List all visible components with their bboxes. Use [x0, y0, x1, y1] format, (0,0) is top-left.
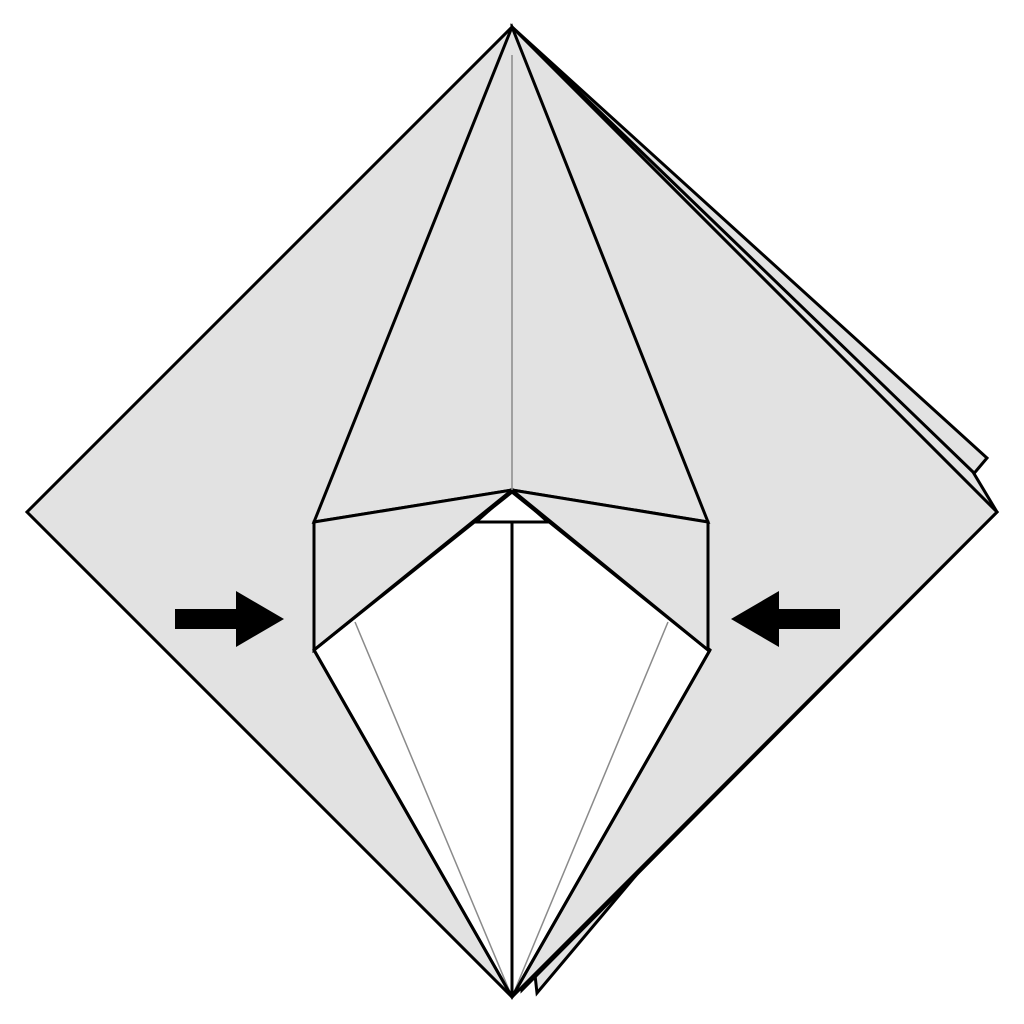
- arrow-right-icon: [175, 591, 284, 647]
- white-kite-left-edge: [312, 649, 514, 998]
- arrow-left-icon: [731, 591, 840, 647]
- right-inner-crease: [511, 621, 669, 998]
- white-kite-right-edge: [510, 649, 712, 998]
- band-outline-right: [511, 488, 710, 654]
- left-inner-crease: [354, 621, 513, 998]
